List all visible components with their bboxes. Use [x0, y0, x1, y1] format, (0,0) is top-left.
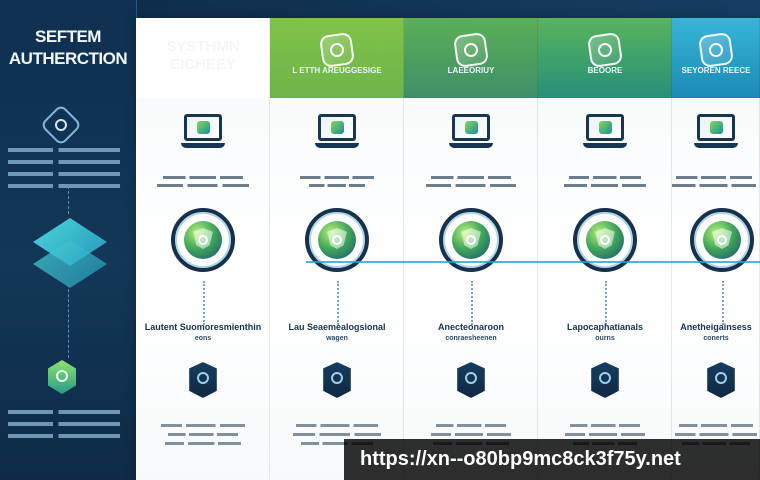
watermark-url: https://xn--o80bp9mc8ck3f75y.net	[344, 439, 760, 480]
step-label: Anetheigainsess	[680, 322, 752, 332]
column-body	[672, 98, 760, 480]
laptop-caption	[288, 176, 386, 192]
laptop-caption	[672, 176, 758, 192]
image-icon	[703, 221, 741, 259]
column-1: SYSTHMN EICHEEY Lautent Suomoresmienthin…	[136, 18, 270, 480]
security-badge-icon	[323, 362, 351, 398]
column-title: BEOORE	[587, 66, 623, 75]
lock-icon	[39, 103, 83, 147]
security-badge-icon	[707, 362, 735, 398]
shield-center-icon	[56, 370, 68, 382]
column-3: LAEEORIUY Anecteonaroon conraesheenen	[404, 18, 538, 480]
left-sidebar: SEFTEM AUTHERCTION	[0, 0, 137, 480]
step-subtitle: conraesheenen	[445, 335, 497, 342]
column-header: L ETTH AREUGGESIGE	[270, 18, 404, 98]
sidebar-text-line	[8, 422, 120, 426]
shield-icon	[48, 360, 76, 394]
security-badge-icon	[189, 362, 217, 398]
column-title: LAEEORIUY	[447, 66, 495, 75]
vertical-connector	[203, 281, 205, 325]
vertical-connector	[605, 281, 607, 325]
column-header: LAEEORIUY	[404, 18, 538, 98]
security-badge-icon	[457, 362, 485, 398]
sidebar-text-line	[8, 160, 120, 164]
laptop-icon	[449, 114, 493, 152]
sidebar-vertical-connector	[68, 284, 70, 358]
diagram-panel: SYSTHMN EICHEEY Lautent Suomoresmienthin…	[136, 18, 760, 480]
shield-icon	[586, 31, 624, 69]
sidebar-text-line	[8, 172, 120, 176]
sidebar-title: SEFTEM AUTHERCTION	[8, 27, 128, 68]
laptop-caption	[422, 176, 520, 192]
laptop-icon	[583, 114, 627, 152]
process-connector-line	[306, 261, 760, 263]
vertical-connector	[722, 281, 724, 325]
security-badge-icon	[591, 362, 619, 398]
step-label: Lapocaphatianals	[566, 322, 644, 332]
laptop-icon	[181, 114, 225, 152]
document-icon	[318, 221, 356, 259]
column-4: BEOORE Lapocaphatianals ourns	[538, 18, 672, 480]
laptop-caption	[154, 176, 252, 192]
step-subtitle: wagen	[326, 335, 348, 342]
sidebar-text-line	[8, 434, 120, 438]
sidebar-text-line	[8, 410, 120, 414]
step-label: Lau Seaemealogsional	[288, 322, 386, 332]
column-header: SYSTHMN EICHEEY	[136, 18, 270, 98]
column-2: L ETTH AREUGGESIGE Lau Seaemealogsional …	[270, 18, 404, 480]
step-subtitle: eons	[194, 335, 212, 342]
column-title: L ETTH AREUGGESIGE	[292, 66, 382, 75]
process-node	[171, 208, 235, 272]
step-label: Anecteonaroon	[437, 322, 504, 332]
network-icon	[452, 221, 490, 259]
sidebar-text-line	[8, 148, 120, 152]
sidebar-vertical-connector	[68, 186, 70, 214]
step-subtitle: ourns	[595, 335, 615, 342]
column-title: SEYOREN REECE	[681, 66, 751, 75]
laptop-caption	[556, 176, 654, 192]
sidebar-text-line	[8, 184, 120, 188]
bottom-caption-lines	[291, 424, 383, 451]
column-title: SYSTHMN EICHEEY	[166, 38, 240, 73]
column-5: SEYOREN REECE Anetheigainsess Conerts	[672, 18, 760, 480]
laptop-icon	[315, 114, 359, 152]
step-label: Lautent Suomoresmienthin	[144, 322, 262, 332]
laptop-icon	[694, 114, 738, 152]
shield-icon	[452, 31, 490, 69]
step-subtitle: Conerts	[703, 335, 729, 342]
shield-icon	[697, 31, 735, 69]
monitor-icon	[586, 221, 624, 259]
shield-icon	[184, 221, 222, 259]
bottom-caption-lines	[157, 424, 249, 451]
column-header: BEOORE	[538, 18, 672, 98]
vertical-connector	[337, 281, 339, 325]
vertical-connector	[471, 281, 473, 325]
shield-icon	[318, 31, 356, 69]
column-header: SEYOREN REECE	[672, 18, 760, 98]
lock-inner-icon	[52, 116, 70, 134]
